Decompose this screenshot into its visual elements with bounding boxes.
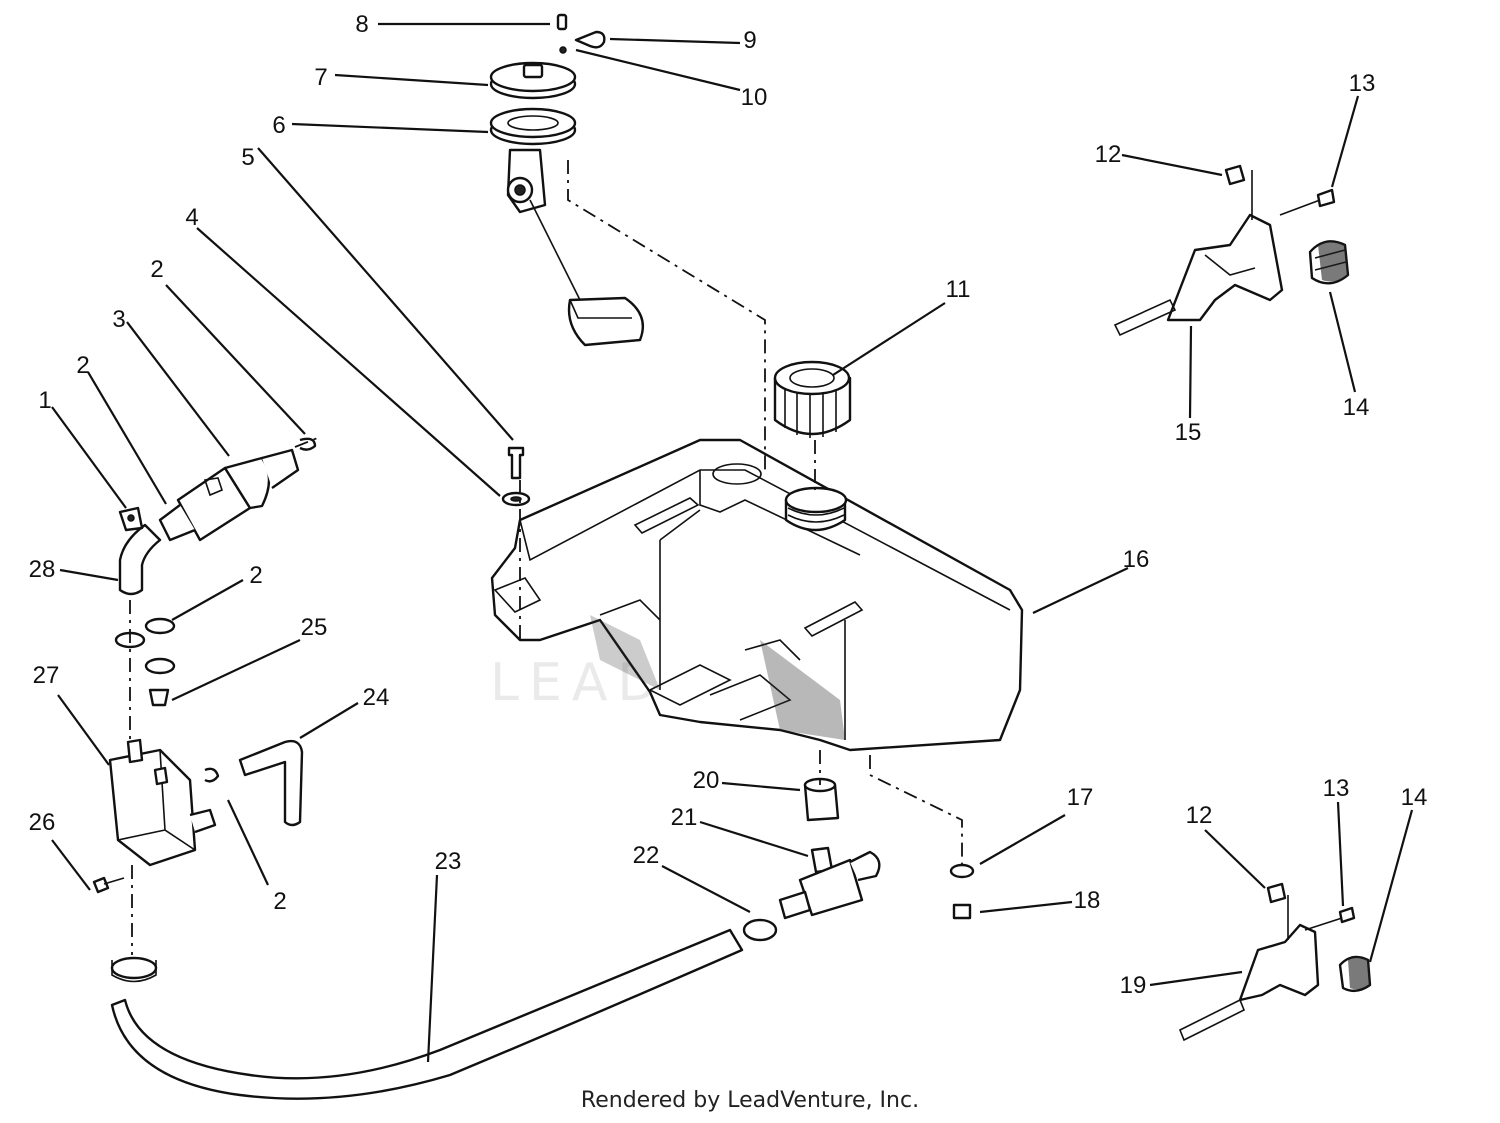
- assembly-lines: [129, 160, 963, 955]
- callout-17: 17: [1067, 784, 1094, 811]
- callout-12: 12: [1186, 802, 1213, 829]
- callout-4: 4: [185, 204, 198, 231]
- callout-12: 12: [1095, 141, 1122, 168]
- leader-lines: [51, 22, 1414, 1063]
- bolt-washer-drawing: [501, 446, 531, 507]
- fuel-filter-drawing: [158, 437, 317, 542]
- fuel-pump-drawing: [108, 738, 220, 867]
- callout-14: 14: [1401, 784, 1428, 811]
- callout-6: 6: [272, 112, 285, 139]
- throttle-bracket-lower-drawing: [1178, 882, 1372, 1042]
- callout-1: 1: [38, 387, 51, 414]
- callout-28: 28: [29, 556, 56, 583]
- callout-19: 19: [1120, 972, 1147, 999]
- callout-7: 7: [314, 64, 327, 91]
- callout-26: 26: [29, 809, 56, 836]
- washer-bolt-drawing: [949, 863, 975, 920]
- callout-labels: 1 2 2 2 2 3 4 5 6 7 8 9 10 11 12 12 13 1…: [29, 11, 1428, 999]
- hose-elbow-drawing: [118, 506, 162, 596]
- callout-2: 2: [249, 562, 262, 589]
- callout-24: 24: [363, 684, 390, 711]
- callout-11: 11: [946, 276, 971, 303]
- fuel-cap-drawing: [773, 360, 852, 532]
- clamps-drawing: [114, 617, 176, 707]
- callout-5: 5: [241, 144, 254, 171]
- callout-18: 18: [1074, 887, 1101, 914]
- callout-9: 9: [743, 27, 756, 54]
- throttle-bracket-upper-drawing: [1113, 164, 1350, 337]
- callout-14: 14: [1343, 394, 1370, 421]
- sending-unit-drawing: [489, 13, 645, 347]
- callout-3: 3: [112, 306, 125, 333]
- callout-22: 22: [633, 842, 660, 869]
- callout-27: 27: [33, 662, 60, 689]
- callout-13: 13: [1349, 70, 1376, 97]
- shutoff-valve-drawing: [742, 777, 881, 942]
- fuel-tank-drawing: [490, 438, 1024, 752]
- callout-23: 23: [435, 848, 462, 875]
- elbow-hose-drawing: [238, 739, 304, 827]
- callout-13: 13: [1323, 775, 1350, 802]
- callout-20: 20: [693, 767, 720, 794]
- callout-2: 2: [150, 256, 163, 283]
- callout-2: 2: [273, 888, 286, 915]
- footer-credit: Rendered by LeadVenture, Inc.: [580, 1088, 920, 1113]
- callout-2: 2: [76, 352, 89, 379]
- fuel-line-drawing: [110, 928, 744, 1100]
- callout-21: 21: [671, 804, 698, 831]
- callout-25: 25: [301, 614, 328, 641]
- callout-15: 15: [1175, 419, 1202, 446]
- callout-8: 8: [355, 11, 368, 38]
- screw-drawing: [92, 876, 125, 894]
- callout-16: 16: [1123, 546, 1150, 573]
- callout-10: 10: [741, 84, 768, 111]
